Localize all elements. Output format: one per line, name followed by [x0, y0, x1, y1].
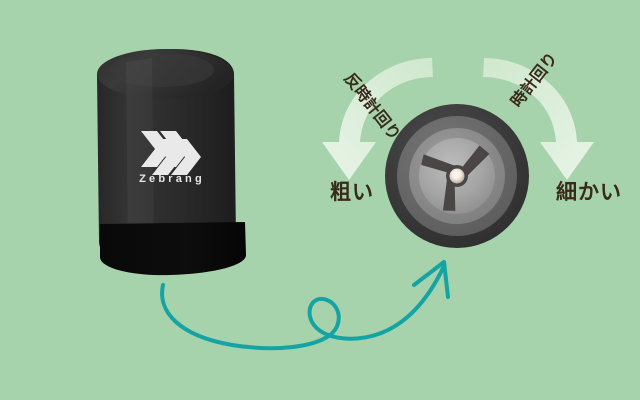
grinder-base-band	[100, 222, 246, 276]
pointer-stroke	[160, 266, 445, 351]
coarse-label: 粗い	[330, 180, 374, 204]
clockwise-arrow	[483, 58, 594, 180]
brand-label: Zebrang	[139, 173, 205, 185]
dial-spokes	[421, 145, 490, 211]
pointer-arrowhead	[412, 260, 450, 299]
counterclockwise-arrow	[322, 58, 433, 180]
dial-hub	[449, 168, 465, 184]
grinder-top-highlight	[110, 53, 214, 87]
grinder-body-sheen	[126, 58, 154, 252]
fine-label: 細かい	[556, 180, 622, 204]
zebrang-chevron-logo	[141, 131, 201, 175]
